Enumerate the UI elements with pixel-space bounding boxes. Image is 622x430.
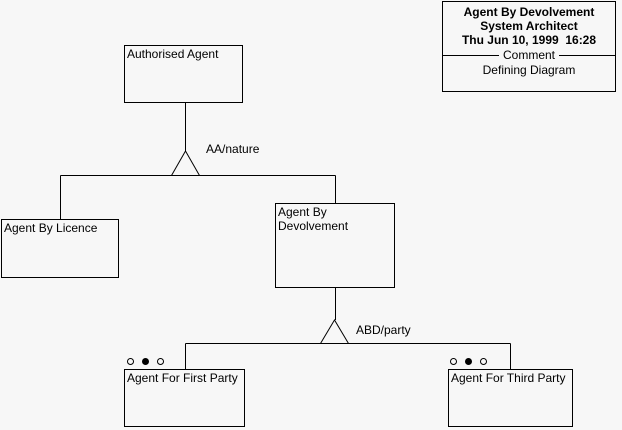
open-dot-icon bbox=[127, 358, 134, 365]
node-label: Authorised Agent bbox=[127, 47, 219, 61]
subtype-triangle-abd bbox=[319, 319, 350, 344]
state-indicators-first-party bbox=[127, 358, 164, 365]
node-agent-for-third-party[interactable]: Agent For Third Party bbox=[448, 369, 573, 427]
separator-rule-left bbox=[443, 55, 499, 56]
comment-section-label: Comment bbox=[503, 48, 556, 62]
filled-dot-icon bbox=[142, 358, 149, 365]
node-label: Agent For Third Party bbox=[451, 371, 566, 385]
node-agent-by-licence[interactable]: Agent By Licence bbox=[1, 219, 119, 278]
title-block-comment: Defining Diagram bbox=[482, 63, 576, 77]
diagram-title-block[interactable]: Agent By Devolvement System Architect Th… bbox=[442, 1, 616, 92]
node-label: Agent By Devolvement bbox=[278, 205, 349, 233]
title-block-tool: System Architect bbox=[480, 19, 578, 33]
open-dot-icon bbox=[450, 358, 457, 365]
node-agent-for-first-party[interactable]: Agent For First Party bbox=[124, 369, 245, 427]
title-block-name: Agent By Devolvement bbox=[463, 5, 595, 19]
separator-rule-right bbox=[559, 55, 616, 56]
comment-separator: Comment bbox=[443, 48, 616, 62]
node-authorised-agent[interactable]: Authorised Agent bbox=[124, 45, 243, 103]
subtype-triangle-aa bbox=[170, 149, 201, 176]
node-label: Agent By Licence bbox=[4, 221, 98, 235]
filled-dot-icon bbox=[465, 358, 472, 365]
open-dot-icon bbox=[157, 358, 164, 365]
relation-label-abd-party[interactable]: ABD/party bbox=[356, 323, 411, 337]
title-block-timestamp: Thu Jun 10, 1999 16:28 bbox=[461, 33, 597, 47]
open-dot-icon bbox=[480, 358, 487, 365]
relation-label-aa-nature[interactable]: AA/nature bbox=[206, 142, 260, 156]
state-indicators-third-party bbox=[450, 358, 487, 365]
node-label: Agent For First Party bbox=[127, 371, 238, 385]
node-agent-by-devolvement[interactable]: Agent By Devolvement bbox=[275, 203, 395, 288]
